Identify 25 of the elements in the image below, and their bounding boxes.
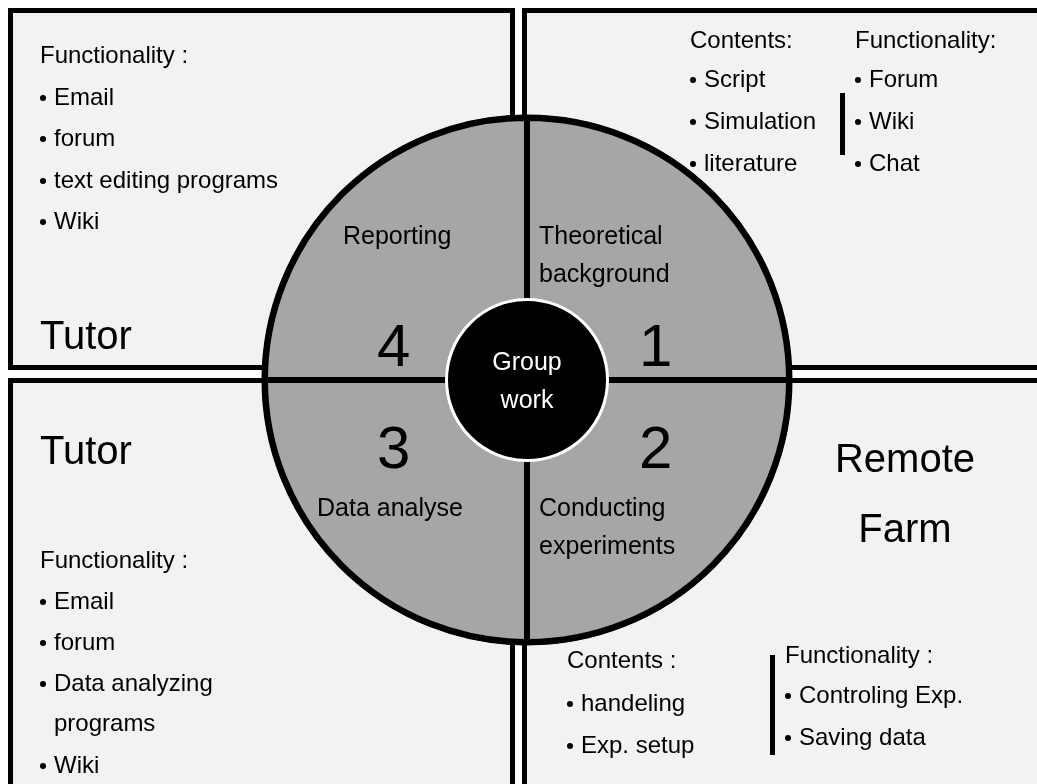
list-item: Data analyzing programs — [40, 663, 280, 743]
list-item: Chat — [855, 143, 920, 183]
list-heading: Contents : — [567, 646, 677, 674]
panel-title: Tutor — [40, 427, 132, 473]
list-item: text editing programs — [40, 160, 279, 200]
panel-title: Tutor — [40, 312, 132, 358]
list-heading: Functionality : — [40, 41, 189, 69]
list-item: Wiki — [40, 201, 100, 241]
list-item: Script — [690, 59, 766, 99]
panel-title: Remote Farm — [833, 435, 977, 552]
list-item: Controling Exp. — [785, 675, 964, 715]
list-heading: Functionality : — [785, 641, 934, 669]
list-item: Email — [40, 77, 114, 117]
list-item: Forum — [855, 59, 939, 99]
list-item: Email — [40, 581, 114, 621]
list-heading: Functionality: — [855, 26, 997, 54]
list-item: Wiki — [40, 745, 100, 784]
list-item: Exp. setup — [567, 725, 695, 765]
list-heading: Functionality : — [40, 546, 189, 574]
list-item: forum — [40, 622, 116, 662]
list-item: handeling — [567, 683, 686, 723]
list-heading: Contents: — [690, 26, 793, 54]
list-item: Wiki — [855, 101, 915, 141]
list-item: Saving data — [785, 717, 926, 757]
list-item: forum — [40, 118, 116, 158]
